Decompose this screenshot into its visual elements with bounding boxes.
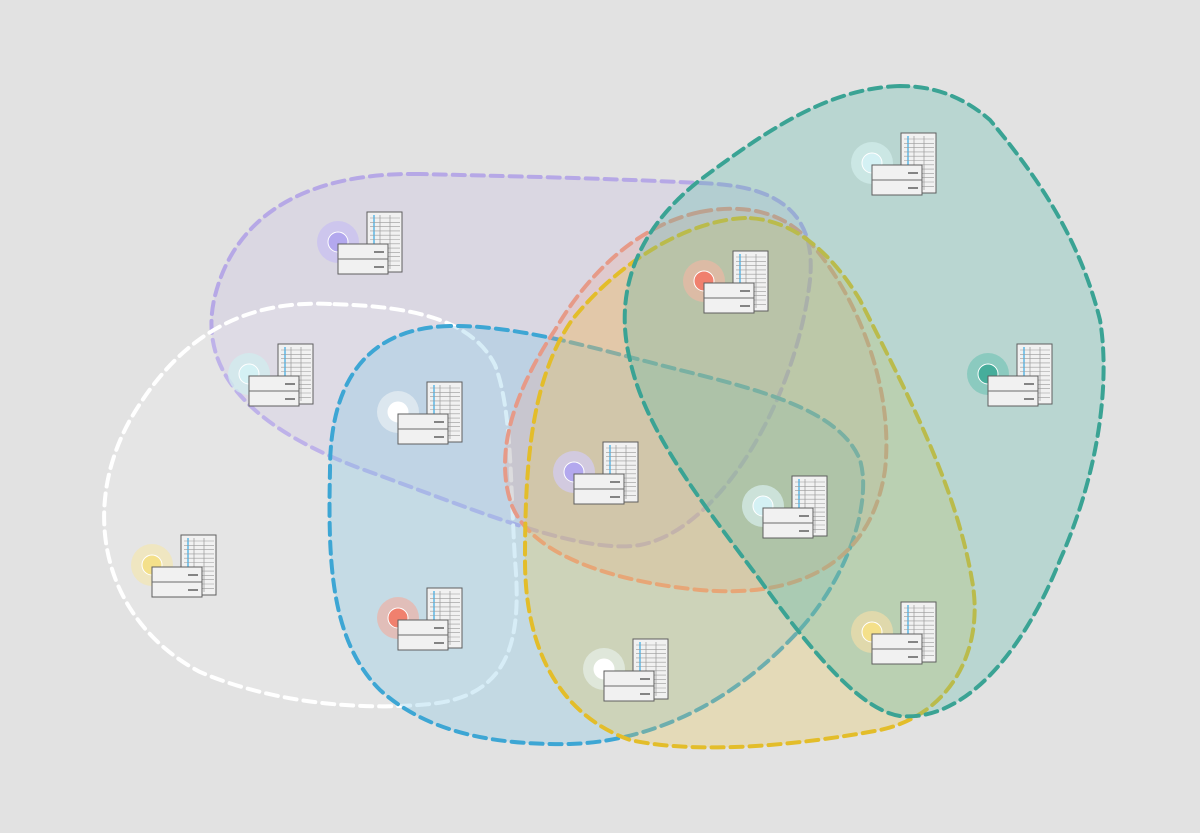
server-host-node — [583, 638, 669, 702]
server-host-node — [317, 211, 403, 275]
server-icon — [871, 633, 923, 665]
server-host-node — [131, 534, 217, 598]
group-region-blue — [327, 323, 866, 747]
server-icon — [397, 413, 449, 445]
host-nodes — [131, 132, 1053, 702]
server-icon — [871, 164, 923, 196]
server-host-node — [967, 343, 1053, 407]
server-host-node — [851, 132, 937, 196]
server-icon — [987, 375, 1039, 407]
server-host-node — [377, 381, 463, 445]
group-regions — [102, 83, 1106, 750]
server-host-node — [228, 343, 314, 407]
server-icon — [337, 243, 389, 275]
server-host-node — [553, 441, 639, 505]
server-icon — [573, 473, 625, 505]
server-icon — [151, 566, 203, 598]
group-region-teal — [622, 83, 1106, 719]
server-icon — [703, 282, 755, 314]
server-host-node — [742, 475, 828, 539]
server-host-node — [683, 250, 769, 314]
server-icon — [762, 507, 814, 539]
server-host-node — [377, 587, 463, 651]
server-icon — [397, 619, 449, 651]
server-icon — [248, 375, 300, 407]
server-icon — [603, 670, 655, 702]
server-host-node — [851, 601, 937, 665]
